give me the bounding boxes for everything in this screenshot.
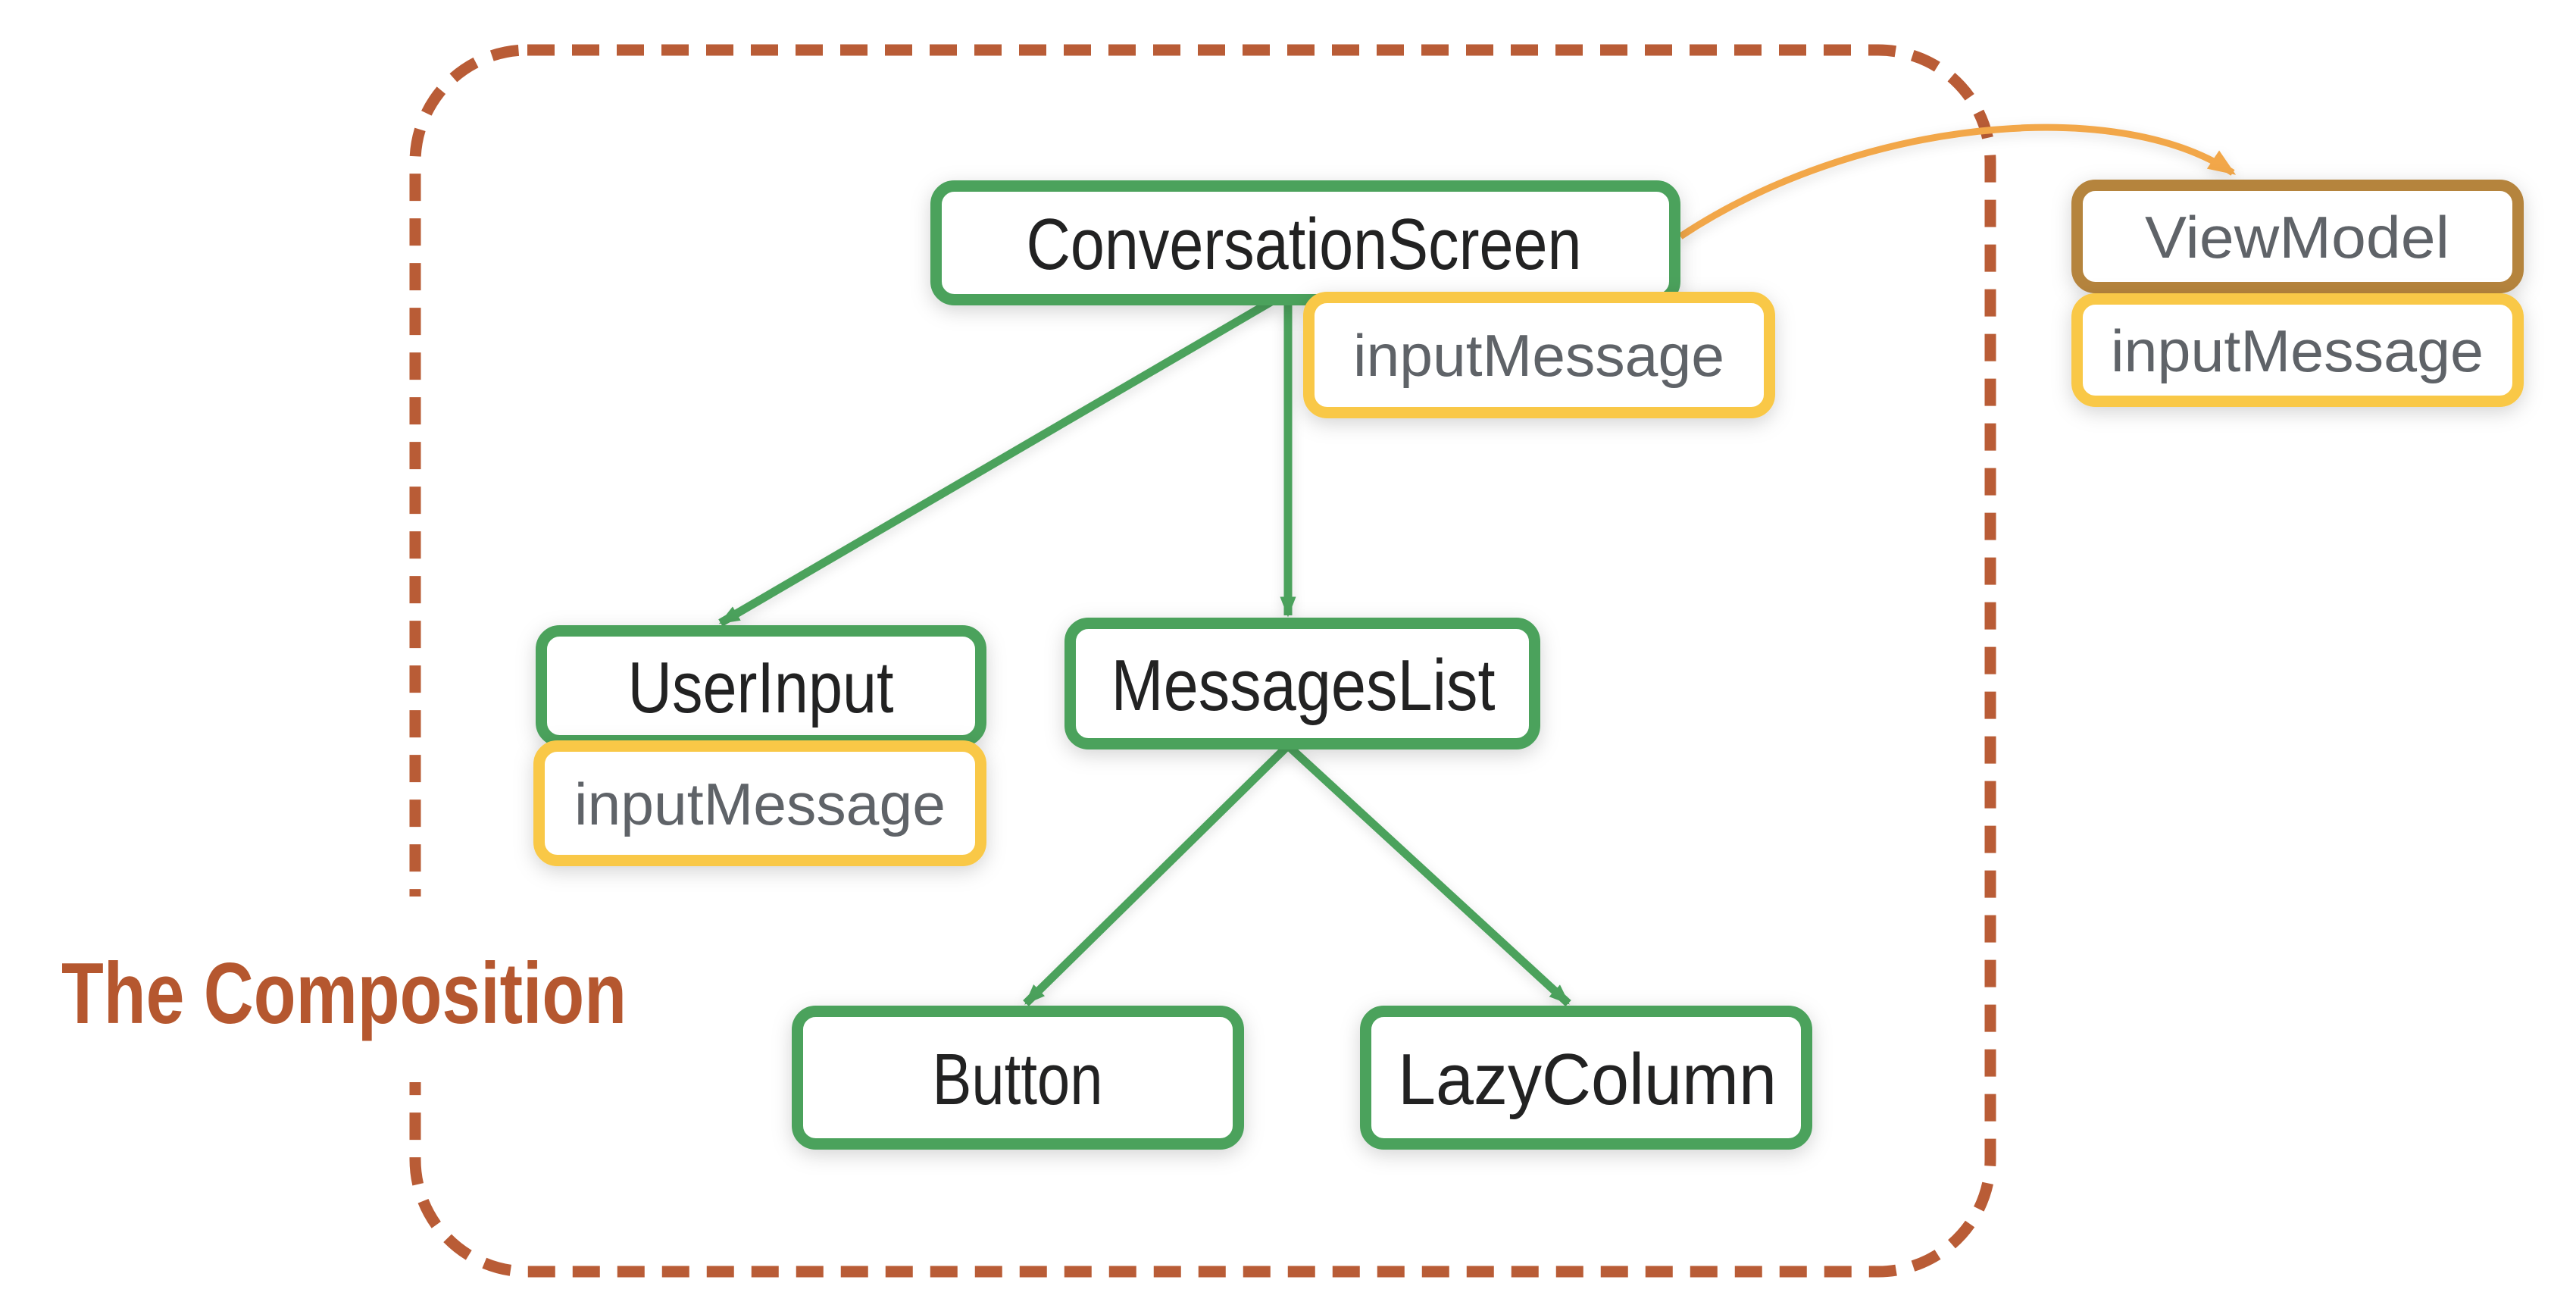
composition-region-border: [409, 44, 1996, 1278]
node-userinput: UserInput: [536, 625, 986, 746]
state-badge-conversationscreen-label: inputMessage: [1353, 322, 1724, 389]
state-badge-viewmodel: inputMessage: [2071, 293, 2524, 407]
node-viewmodel-box: [2071, 180, 2524, 293]
node-messageslist-label: MessagesList: [1111, 645, 1496, 726]
node-lazycolumn-label: LazyColumn: [1398, 1039, 1777, 1120]
edges-group: [718, 124, 2237, 1007]
node-viewmodel: ViewModel: [2071, 180, 2524, 293]
state-badge-viewmodel-box: [2071, 293, 2524, 407]
node-lazycolumn: LazyColumn: [1360, 1006, 1812, 1150]
node-button: Button: [792, 1006, 1244, 1150]
node-messageslist: MessagesList: [1064, 618, 1540, 749]
edge-conversationscreen-to-userinput: [718, 298, 1274, 627]
node-conversationscreen-box: [930, 180, 1680, 305]
state-badge-viewmodel-label: inputMessage: [2111, 318, 2484, 384]
node-lazycolumn-box: [1360, 1006, 1812, 1150]
edge-conversationscreen-to-viewmodel: [1678, 124, 2237, 239]
node-conversationscreen: ConversationScreen: [930, 180, 1680, 305]
node-userinput-label: UserInput: [628, 647, 894, 728]
edge-messageslist-to-lazycolumn: [1286, 743, 1571, 1007]
state-badge-conversationscreen: inputMessage: [1303, 292, 1775, 418]
region-title-backdrop: [352, 897, 477, 1082]
node-viewmodel-label: ViewModel: [2145, 204, 2449, 271]
region-title: The Composition: [61, 946, 627, 1042]
edge-messageslist-to-button: [1023, 743, 1290, 1006]
state-badge-userinput: inputMessage: [533, 740, 986, 866]
state-badge-userinput-label: inputMessage: [574, 771, 946, 837]
node-button-box: [792, 1006, 1244, 1150]
state-badge-userinput-box: [533, 740, 986, 866]
state-badge-conversationscreen-box: [1303, 292, 1775, 418]
node-button-label: Button: [933, 1039, 1103, 1120]
node-conversationscreen-label: ConversationScreen: [1027, 204, 1582, 285]
node-messageslist-box: [1064, 618, 1540, 749]
